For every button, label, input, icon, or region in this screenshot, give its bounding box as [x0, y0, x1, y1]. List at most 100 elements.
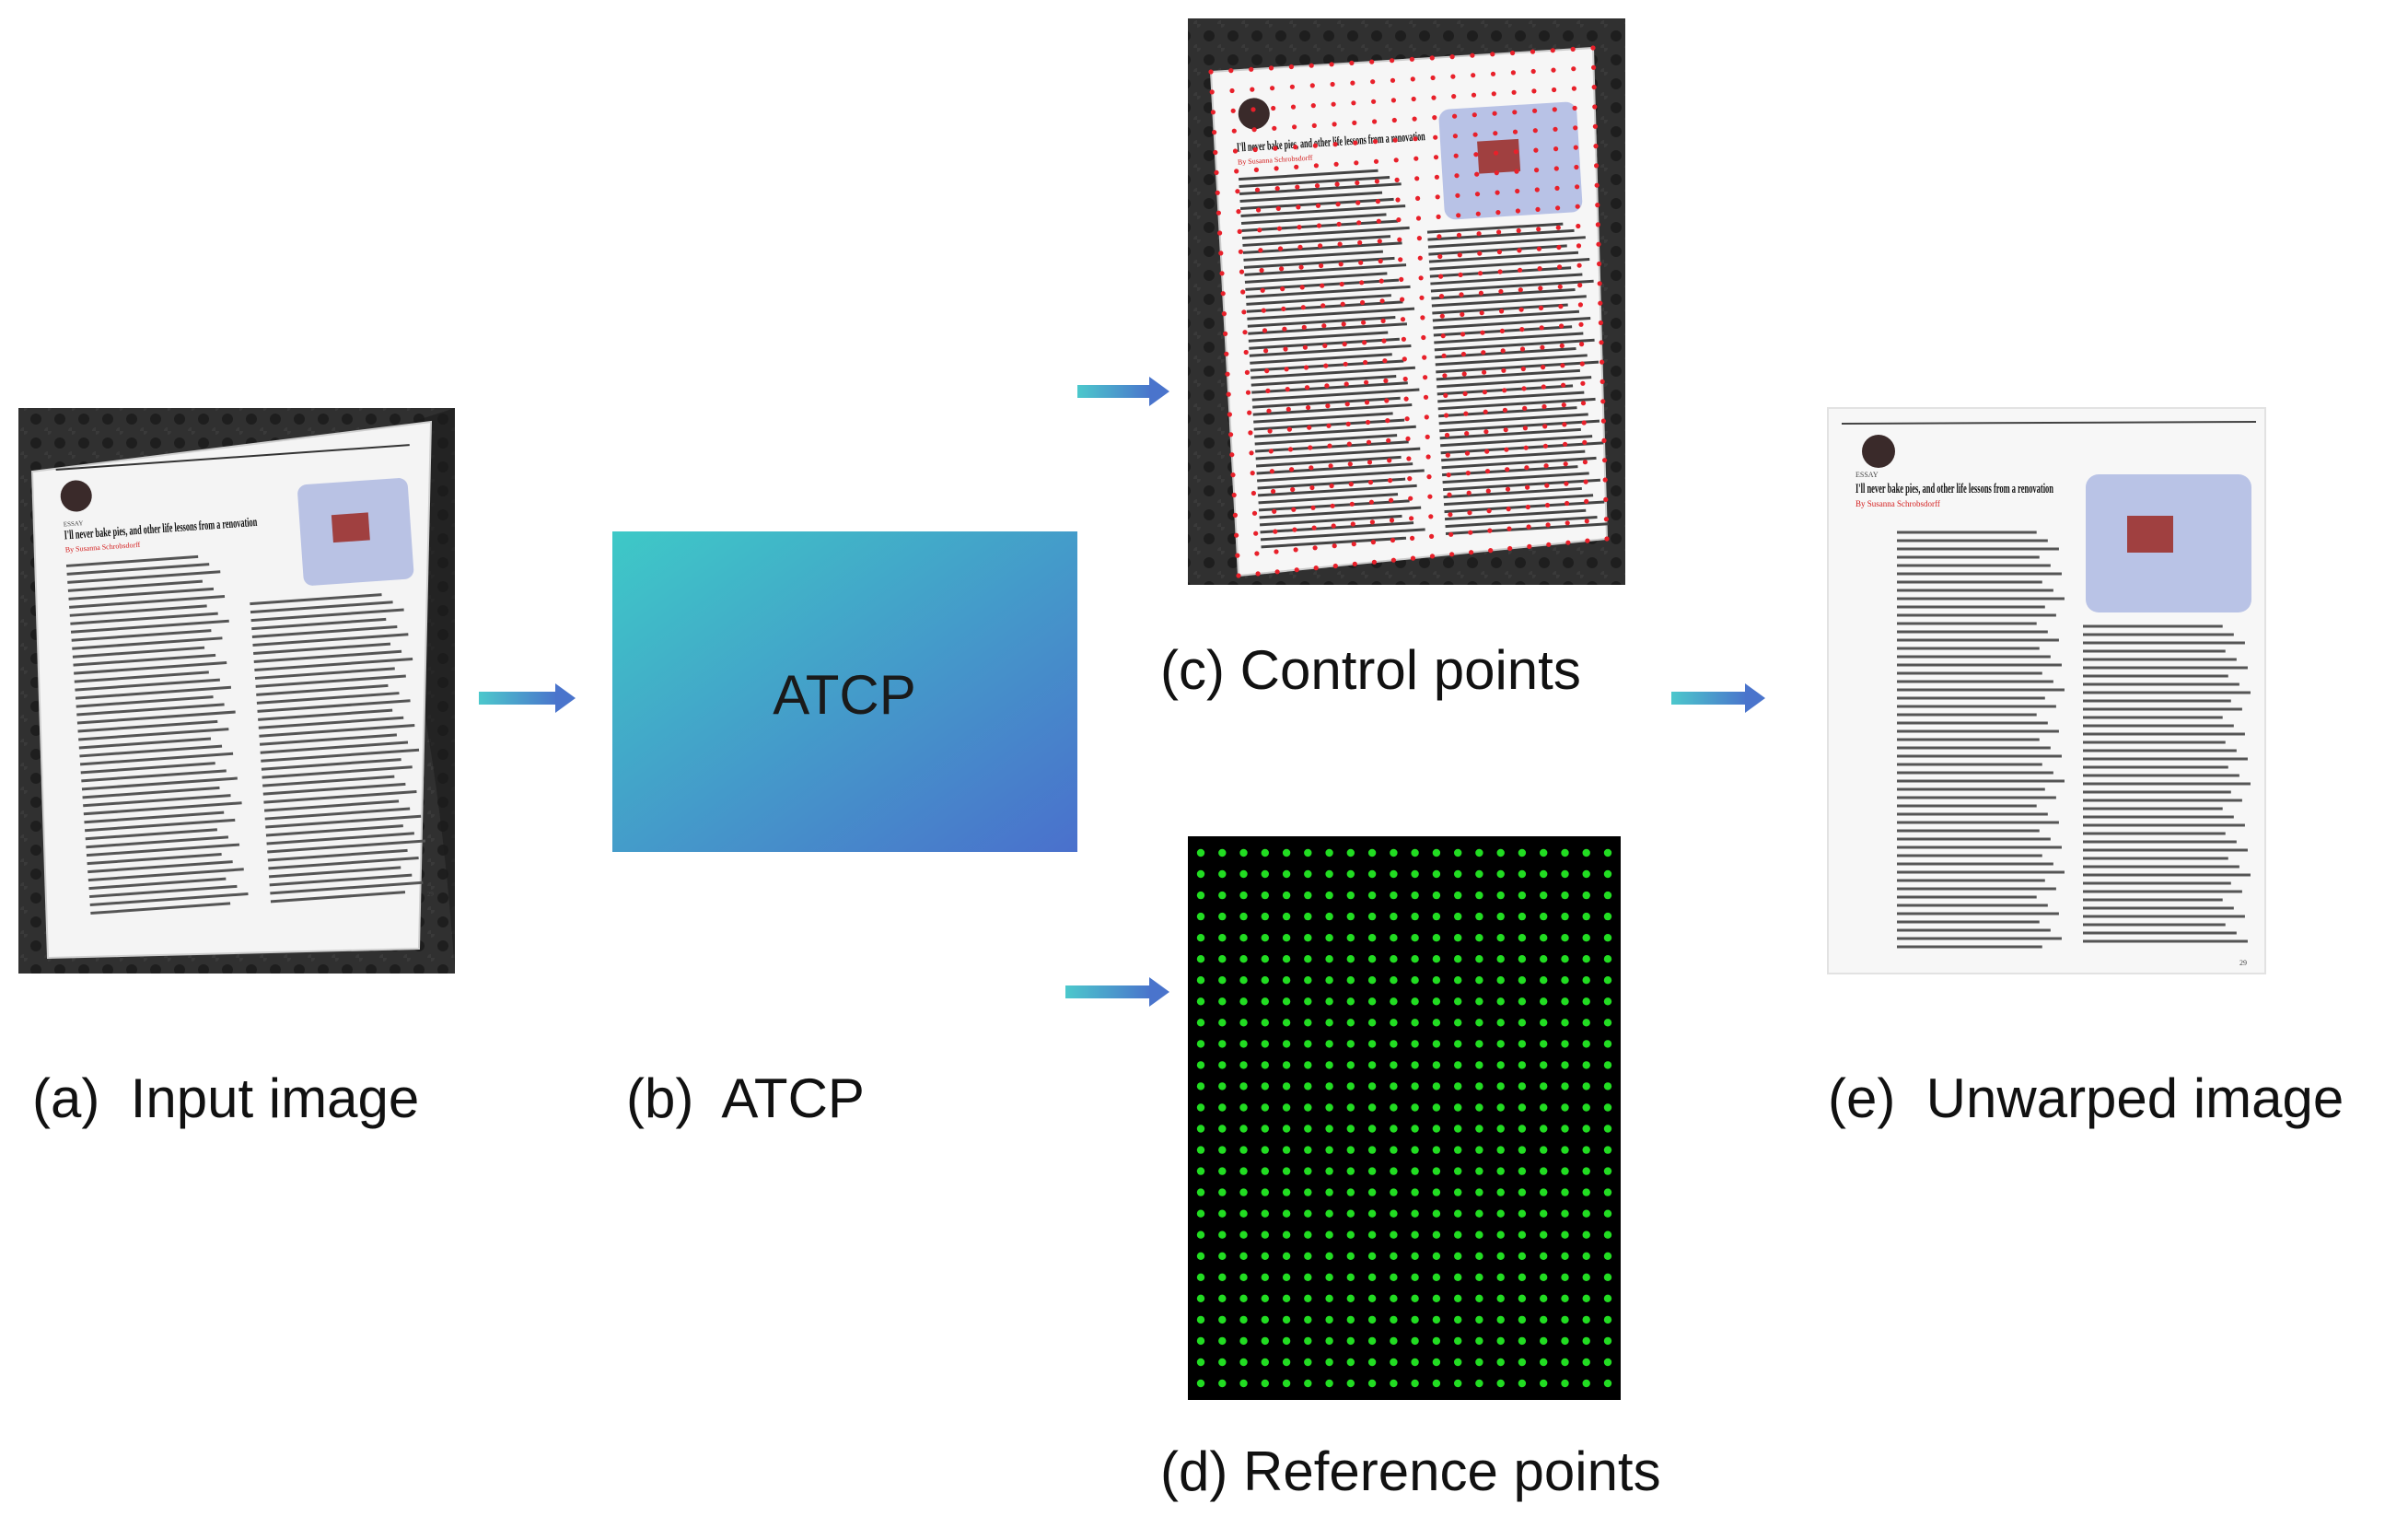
control-point: [1462, 391, 1468, 397]
reference-point: [1196, 1188, 1205, 1196]
text-line: [1253, 412, 1393, 424]
control-point: [1387, 458, 1392, 463]
text-line: [83, 801, 242, 816]
reference-point: [1261, 1125, 1270, 1133]
control-point: [1496, 249, 1502, 255]
control-point: [1439, 313, 1445, 319]
reference-point: [1603, 1040, 1612, 1048]
text-line: [80, 762, 215, 775]
reference-point: [1390, 1125, 1398, 1133]
reference-point: [1390, 997, 1398, 1006]
reference-point: [1496, 976, 1505, 985]
input-caption: (a) Input image: [32, 1067, 420, 1129]
reference-point: [1454, 1019, 1462, 1027]
reference-point: [1561, 1082, 1569, 1090]
control-point: [1417, 255, 1423, 261]
reference-point: [1218, 976, 1227, 985]
unwarped-top-rule: [1841, 421, 2257, 425]
control-point: [1512, 110, 1518, 115]
reference-point: [1475, 1103, 1483, 1112]
control-author-photo: [1238, 98, 1270, 130]
control-point: [1250, 470, 1255, 476]
reference-point: [1390, 1040, 1398, 1048]
reference-point: [1282, 1273, 1291, 1282]
text-line: [78, 737, 212, 750]
control-point: [1346, 441, 1352, 447]
control-point: [1595, 222, 1600, 227]
reference-point: [1282, 1209, 1291, 1218]
text-line: [76, 703, 225, 717]
input-page-number: 29: [427, 890, 435, 898]
control-point: [1234, 169, 1239, 174]
control-point: [1380, 318, 1386, 323]
control-point: [1400, 297, 1405, 302]
reference-point: [1411, 997, 1419, 1006]
reference-point: [1603, 1146, 1612, 1154]
control-point: [1576, 223, 1581, 229]
reference-point: [1390, 1230, 1398, 1239]
reference-point: [1261, 848, 1270, 857]
reference-point: [1582, 1019, 1590, 1027]
reference-point: [1239, 1040, 1248, 1048]
reference-point: [1196, 997, 1205, 1006]
reference-point: [1454, 1103, 1462, 1112]
reference-point: [1304, 1019, 1312, 1027]
reference-point: [1411, 1315, 1419, 1324]
reference-point: [1346, 1103, 1355, 1112]
text-line: [1438, 413, 1588, 426]
control-point: [1277, 246, 1284, 251]
control-point: [1437, 253, 1443, 260]
reference-point: [1411, 1082, 1419, 1090]
reference-point: [1411, 955, 1419, 963]
reference-point: [1496, 1167, 1505, 1175]
arrow-shaft: [1077, 385, 1151, 398]
control-point: [1347, 461, 1353, 467]
text-line: [253, 642, 391, 655]
control-point: [1393, 157, 1399, 163]
text-line: [265, 824, 403, 837]
control-point: [1248, 430, 1253, 436]
reference-point: [1196, 1146, 1205, 1154]
reference-point: [1346, 1379, 1355, 1388]
reference-point: [1304, 1146, 1312, 1154]
arrow-shaft: [1065, 985, 1151, 998]
control-point: [1457, 252, 1462, 258]
control-point: [1372, 119, 1378, 124]
reference-point: [1518, 1146, 1527, 1154]
control-point: [1301, 324, 1307, 330]
reference-point: [1454, 1252, 1462, 1261]
control-point: [1384, 398, 1390, 403]
control-point: [1264, 368, 1270, 374]
reference-point: [1518, 1252, 1527, 1261]
control-point: [1413, 156, 1419, 161]
reference-point: [1411, 869, 1419, 879]
reference-point: [1411, 1061, 1419, 1069]
reference-point: [1346, 1336, 1355, 1346]
control-point: [1519, 327, 1525, 332]
reference-point: [1218, 1315, 1227, 1324]
control-point: [1279, 266, 1285, 272]
reference-point: [1454, 869, 1462, 879]
reference-point: [1196, 1061, 1205, 1069]
reference-point: [1582, 955, 1590, 963]
text-line: [1445, 515, 1598, 529]
reference-point: [1582, 848, 1590, 857]
text-line: [88, 877, 227, 891]
control-point: [1403, 396, 1409, 402]
reference-point: [1261, 1040, 1270, 1048]
control-point: [1464, 431, 1470, 437]
arrow-head: [1149, 377, 1169, 406]
text-line: [268, 866, 401, 879]
control-point: [1579, 361, 1585, 367]
control-point: [1355, 200, 1361, 205]
control-point: [1602, 477, 1608, 483]
control-point: [1575, 184, 1580, 190]
control-point: [1533, 147, 1539, 153]
control-point: [1577, 283, 1583, 288]
control-point: [1532, 128, 1538, 134]
reference-point: [1454, 1167, 1462, 1175]
unwarped-title: I'll never bake pies, and other life les…: [1855, 482, 2053, 496]
reference-point: [1475, 1167, 1483, 1175]
text-line: [1430, 273, 1583, 286]
reference-point: [1582, 1358, 1590, 1367]
